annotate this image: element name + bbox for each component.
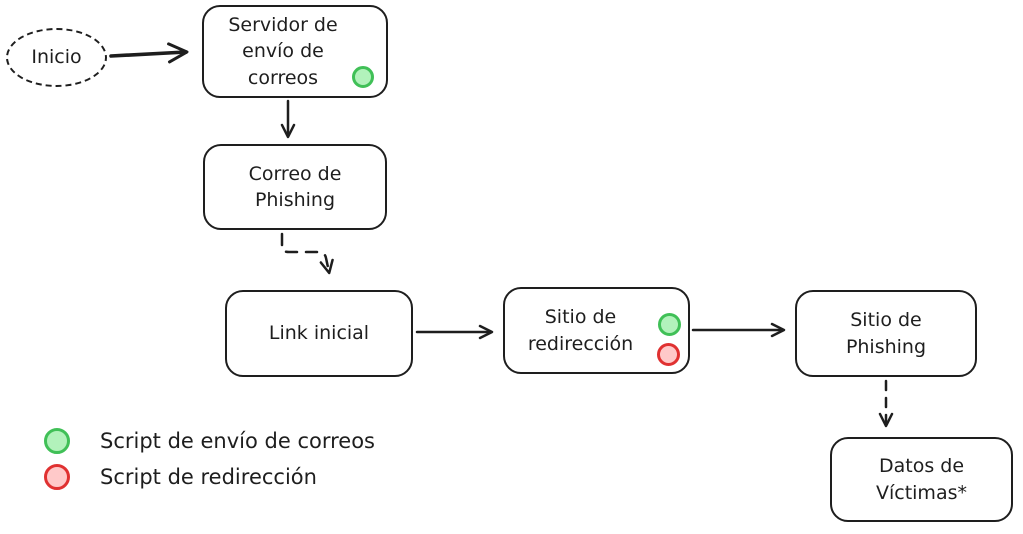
red-script-dot bbox=[657, 343, 680, 366]
node-phishing-label: Sitio de Phishing bbox=[845, 309, 927, 358]
node-datos-label: Datos de Víctimas* bbox=[875, 455, 967, 504]
green-script-dot bbox=[658, 313, 681, 336]
legend-row-red: Script de redirección bbox=[44, 463, 375, 491]
node-link-label: Link inicial bbox=[268, 322, 370, 345]
green-script-dot bbox=[352, 66, 374, 88]
node-redireccion-label: Sitio de redirección bbox=[527, 306, 634, 355]
legend-red-label: Script de redirección bbox=[100, 465, 317, 489]
legend-green-label: Script de envío de correos bbox=[100, 429, 375, 453]
legend: Script de envío de correos Script de red… bbox=[44, 427, 375, 491]
red-circle-icon bbox=[44, 464, 70, 490]
node-sitio-phishing: Sitio de Phishing bbox=[795, 290, 977, 377]
node-datos-victimas: Datos de Víctimas* bbox=[830, 437, 1013, 522]
node-correo-label: Correo de Phishing bbox=[248, 162, 342, 211]
node-correo-phishing: Correo de Phishing bbox=[203, 144, 387, 230]
green-circle-icon bbox=[44, 428, 70, 454]
node-inicio: Inicio bbox=[6, 28, 107, 87]
legend-row-green: Script de envío de correos bbox=[44, 427, 375, 455]
node-servidor-envio-correos: Servidor de envío de correos bbox=[202, 5, 388, 98]
node-link-inicial: Link inicial bbox=[225, 290, 413, 377]
edge-correo-link-dashed bbox=[280, 232, 334, 275]
edge-inicio-servidor bbox=[109, 42, 189, 64]
node-servidor-label: Servidor de envío de correos bbox=[228, 14, 338, 89]
node-sitio-redireccion: Sitio de redirección bbox=[503, 287, 690, 374]
node-inicio-label: Inicio bbox=[31, 46, 82, 69]
